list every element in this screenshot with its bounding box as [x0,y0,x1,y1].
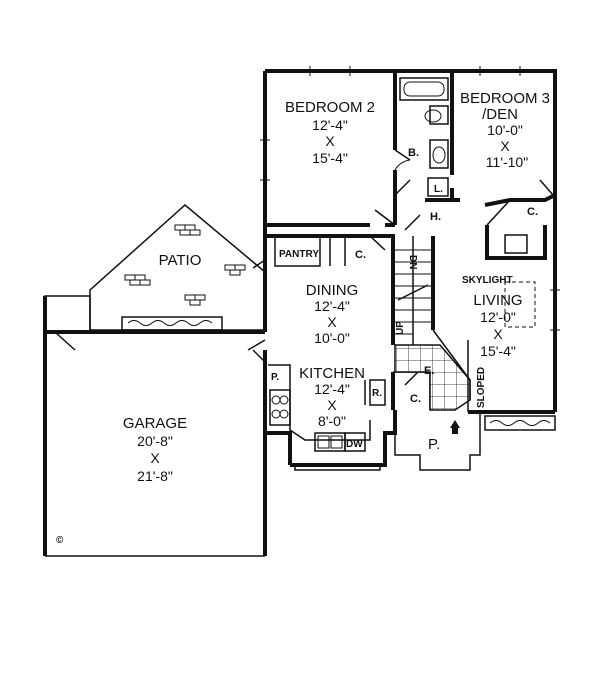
closet-entry-label: C. [410,393,421,405]
living-length: 15'-4" [480,343,516,359]
dining-name: DINING [306,282,359,299]
garage-width: 20'-8" [137,433,173,449]
bedroom-3-length: 11'-10" [486,154,528,170]
bedroom-3-name: BEDROOM 3 [460,90,550,107]
garage-length: 21'-8" [137,468,173,484]
kitchen-length: 8'-0" [318,413,346,429]
living-name: LIVING [473,292,522,309]
patio-name: PATIO [159,252,202,269]
kitchen-width: 12'-4" [314,381,350,397]
living-width: 12'-0" [480,309,516,325]
garage-name: GARAGE [123,415,187,432]
bedroom-2-name: BEDROOM 2 [285,99,375,116]
entry-label: E. [424,365,434,377]
kitchen-name: KITCHEN [299,365,365,382]
hall-label: H. [430,211,441,223]
interior-walls [265,71,556,410]
bedroom-3-width: 10'-0" [487,122,523,138]
copyright-mark: © [56,535,64,546]
dishwasher-label: DW [346,439,363,450]
kitchen-label: KITCHEN 12'-4" X 8'-0" [299,365,365,429]
skylight-outline [504,281,536,328]
living-label: LIVING 12'-0" X 15'-4" [473,292,522,359]
kitchen-counters [268,364,381,471]
windows [260,66,560,331]
porch-label: P. [428,436,440,453]
bedroom-2-x: X [325,133,335,149]
closet-hall-label: C. [355,249,366,261]
living-x: X [493,326,503,342]
refrigerator-label: R. [372,388,382,399]
staircase [393,236,433,345]
bedroom-2-label: BEDROOM 2 12'-4" X 15'-4" [285,99,375,166]
stairs-down-label: DN [407,255,418,269]
sloped-label: SLOPED [476,367,487,408]
bedroom-3-x: X [500,138,510,154]
garage-area [43,295,267,557]
bath-label: B. [408,147,419,159]
pantry-small-label: P. [271,372,279,383]
dining-width: 12'-4" [314,298,350,314]
garage-x: X [150,450,160,466]
dining-label: DINING 12'-4" X 10'-0" [306,282,359,346]
closet-bedroom3-label: C. [527,206,538,218]
dining-length: 10'-0" [314,330,350,346]
entry-tile-floor [394,344,471,411]
dining-x: X [327,314,337,330]
skylight-label: SKYLIGHT [462,275,513,286]
kitchen-x: X [327,397,337,413]
bedroom-2-width: 12'-4" [312,117,348,133]
linen-label: L. [434,184,443,195]
pantry-label: PANTRY [279,249,319,260]
bathroom-fixtures [399,77,449,197]
front-porch [394,410,556,471]
bedroom-3-den: /DEN [482,106,518,123]
garage-label: GARAGE 20'-8" X 21'-8" [123,415,187,484]
bedroom-2-length: 15'-4" [312,150,348,166]
stairs-up-label: UP [395,321,406,335]
bedroom-3-label: BEDROOM 3 /DEN 10'-0" X 11'-10" [460,90,550,170]
